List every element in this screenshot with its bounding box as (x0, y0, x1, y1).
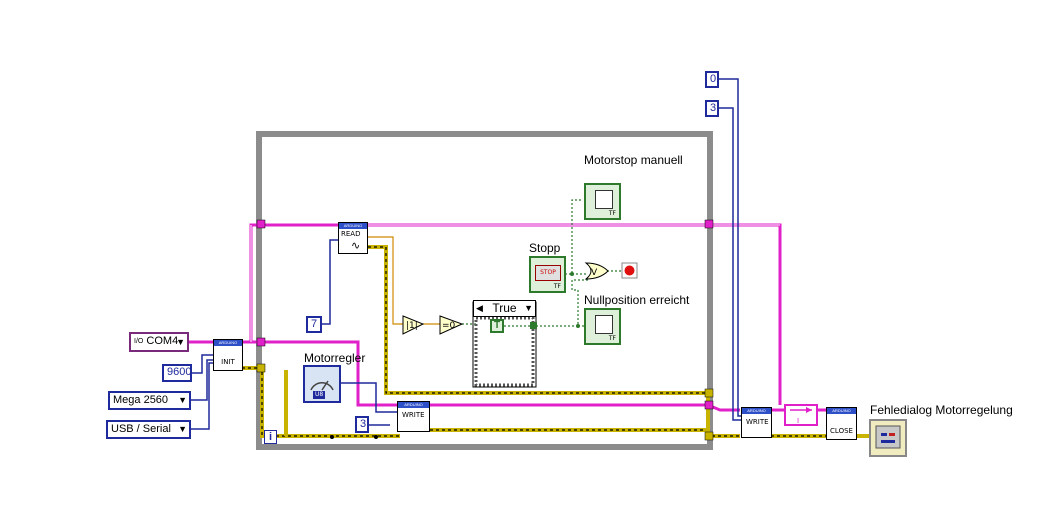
merge-node: I (784, 404, 818, 426)
svg-text:=0: =0 (442, 321, 456, 331)
board-type-value: Mega 2560 (113, 394, 169, 406)
visa-resource-control[interactable]: I/O COM4 ▼ (129, 332, 189, 352)
label-motorregler: Motorregler (304, 351, 366, 365)
case-selector-value: True (492, 301, 517, 315)
label-stopp: Stopp (529, 241, 561, 255)
constant-3-top[interactable]: 3 (705, 100, 719, 117)
knob-datatype: U8 (313, 391, 326, 399)
constant-9600[interactable]: 9600 (162, 364, 192, 382)
motorstop-indicator[interactable]: TF (584, 183, 621, 220)
arduino-write-block-outer[interactable]: ARDUINO WRITE (741, 407, 772, 438)
indicator-type: TF (608, 335, 616, 342)
block-header: ARDUINO (742, 408, 771, 414)
block-header: ARDUINO (339, 223, 367, 229)
chevron-down-icon[interactable]: ▼ (524, 303, 533, 313)
constant-7[interactable]: 7 (306, 316, 322, 333)
visa-prefix: I/O (134, 338, 144, 345)
block-write-label: WRITE (746, 418, 769, 426)
while-loop-frame[interactable] (256, 131, 713, 450)
constant-3-bottom[interactable]: 3 (355, 416, 369, 433)
boolean-true-constant[interactable]: T (490, 319, 504, 333)
wire-junctions (330, 272, 580, 439)
arduino-read-block[interactable]: ARDUINO READ ∿ (338, 222, 368, 254)
chevron-down-icon: ▼ (178, 424, 187, 434)
stop-button-face: STOP (535, 265, 561, 281)
block-init-label: INIT (221, 358, 235, 366)
arduino-close-block[interactable]: ARDUINO CLOSE (826, 407, 857, 440)
loop-tunnels (256, 219, 714, 441)
iteration-terminal: i (264, 430, 277, 444)
or-gate: V (584, 262, 609, 280)
case-selector[interactable]: ◀ True ▼ (473, 300, 536, 317)
nullposition-indicator[interactable]: TF (584, 308, 621, 345)
float-wires (368, 236, 440, 325)
label-nullposition-erreicht: Nullposition erreicht (584, 293, 690, 307)
svg-text:|1|: |1| (406, 321, 418, 331)
label-fehledialog-motorregelung: Fehledialog Motorregelung (870, 403, 1013, 417)
board-type-ring[interactable]: Mega 2560 ▼ (108, 391, 191, 410)
arduino-init-block[interactable]: ARDUINO INIT (213, 339, 243, 371)
indicator-type: TF (608, 210, 616, 217)
visa-resource-value: COM4 (146, 335, 179, 347)
arduino-write-block-inner[interactable]: ARDUINO WRITE (397, 401, 430, 432)
constant-0[interactable]: 0 (705, 71, 719, 88)
waveform-icon: ∿ (351, 239, 361, 252)
chevron-down-icon: ▼ (176, 337, 185, 347)
block-header: ARDUINO (398, 402, 429, 408)
indicator-led (595, 315, 613, 334)
math-nodes: |1| =0 (402, 315, 464, 335)
indicator-type: TF (553, 283, 561, 290)
block-header: ARDUINO (827, 408, 856, 414)
block-header: ARDUINO (214, 340, 242, 346)
block-write-label: WRITE (402, 411, 425, 419)
svg-text:I: I (797, 417, 799, 425)
chevron-down-icon: ▼ (178, 395, 187, 405)
svg-text:V: V (591, 268, 598, 278)
connection-type-value: USB / Serial (111, 423, 171, 435)
block-read-label: READ (341, 230, 361, 238)
label-motorstop-manuell: Motorstop manuell (584, 153, 683, 167)
left-arrow-icon[interactable]: ◀ (476, 303, 483, 313)
block-close-label: CLOSE (830, 427, 853, 435)
error-dialog-icon (869, 419, 907, 457)
stop-button-control[interactable]: STOP TF (529, 256, 566, 293)
indicator-led (595, 190, 613, 209)
connection-type-ring[interactable]: USB / Serial ▼ (106, 420, 191, 439)
loop-stop-terminal (621, 262, 638, 279)
